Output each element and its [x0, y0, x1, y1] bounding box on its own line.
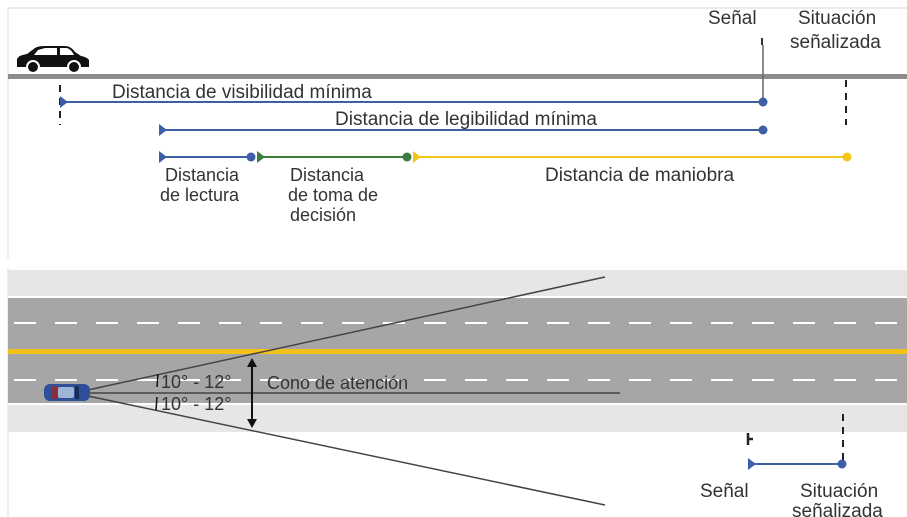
- visibility-label: Distancia de visibilidad mínima: [112, 82, 372, 103]
- decision-label-line1: Distancia: [290, 165, 365, 185]
- upper-shoulder: [8, 270, 907, 296]
- cone-lower-edge: [87, 395, 606, 506]
- top-panel: Señal Situación señalizada Distancia de …: [7, 7, 907, 258]
- reading-end-dot: [246, 152, 256, 162]
- bottom-sign-label: Señal: [700, 481, 749, 502]
- bottom-situation-label-line1: Situación: [800, 481, 878, 502]
- reading-label-line2: de lectura: [160, 185, 240, 205]
- cone-width-arrow-top: [247, 358, 257, 367]
- angle-upper-label: 10° - 12°: [161, 372, 231, 392]
- lower-shoulder: [8, 405, 907, 432]
- reading-label-line1: Distancia: [165, 165, 240, 185]
- bottom-distance-arrow: [748, 458, 756, 470]
- reading-start-arrow: [159, 151, 167, 163]
- decision-end-dot: [402, 152, 412, 162]
- situation-label-line2: señalizada: [790, 32, 881, 53]
- decision-start-arrow: [257, 151, 265, 163]
- maneuver-label: Distancia de maniobra: [545, 165, 734, 186]
- car-icon: [17, 46, 89, 74]
- cone-upper-edge: [87, 276, 606, 391]
- cone-label: Cono de atención: [267, 373, 408, 393]
- bottom-situation-label-line2: señalizada: [792, 501, 883, 517]
- cone-width-arrow-bottom: [247, 419, 257, 428]
- maneuver-end-dot: [842, 152, 852, 162]
- legibility-end-dot: [758, 125, 768, 135]
- decision-label-line2: de toma de: [288, 185, 378, 205]
- angle-upper-tick: [156, 373, 159, 388]
- sign-label: Señal: [708, 8, 757, 29]
- legibility-start-arrow: [159, 124, 167, 136]
- angle-lower-label: 10° - 12°: [161, 394, 231, 414]
- maneuver-start-arrow: [413, 151, 421, 163]
- situation-label-line1: Situación: [798, 8, 876, 29]
- legibility-label: Distancia de legibilidad mínima: [335, 109, 597, 130]
- decision-label-line3: decisión: [290, 205, 356, 225]
- visibility-start-arrow: [60, 96, 68, 108]
- top-road-strip: [8, 74, 907, 79]
- road-panel: 10° - 12° 10° - 12° Cono de atención Señ…: [7, 268, 907, 517]
- center-line: [8, 349, 907, 354]
- bottom-distance-dot: [837, 459, 847, 469]
- top-down-car-icon: [44, 384, 90, 401]
- angle-lower-tick: [155, 396, 158, 411]
- visibility-end-dot: [758, 97, 768, 107]
